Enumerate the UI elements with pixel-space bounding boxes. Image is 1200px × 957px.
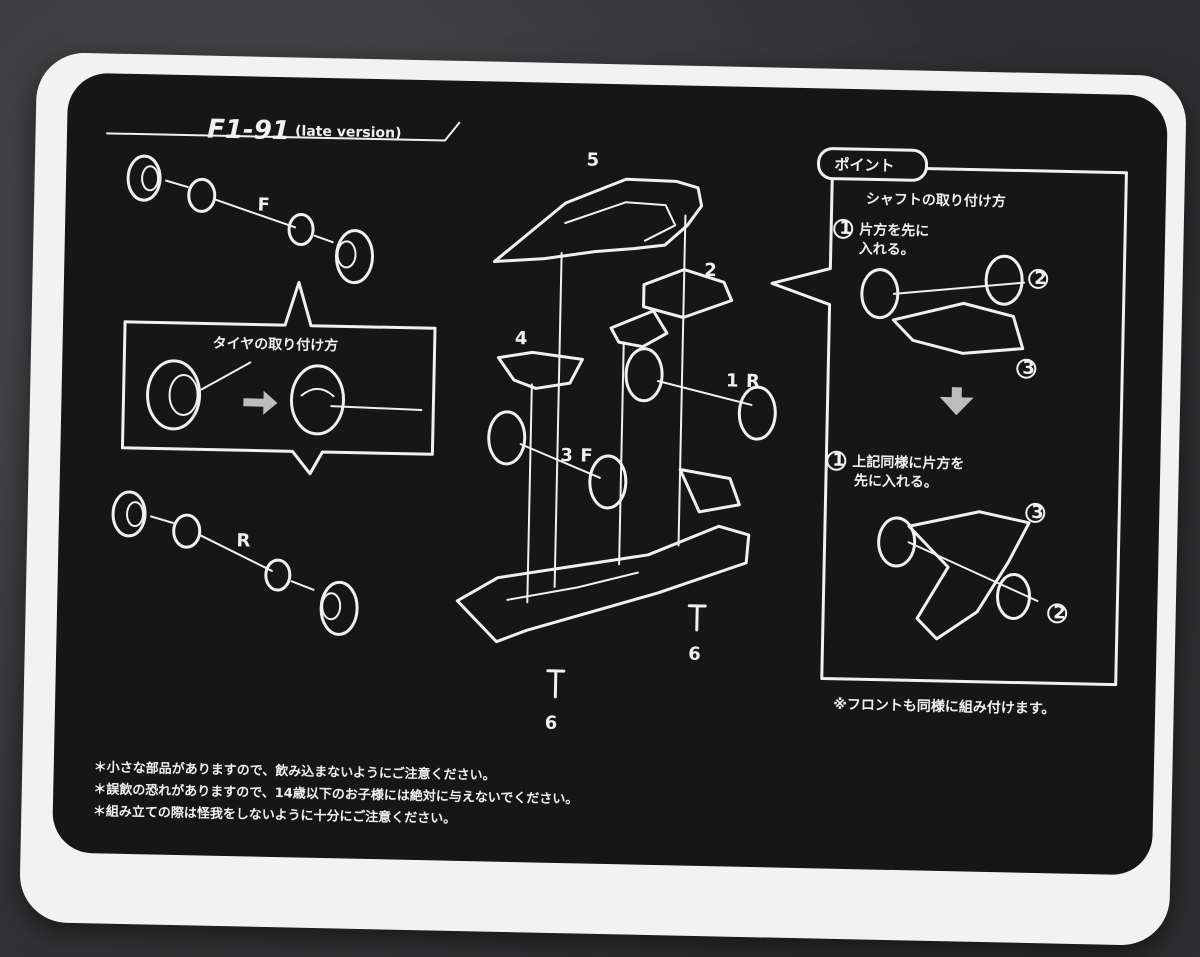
step2-line1: 上記同様に片方を [852, 453, 964, 472]
screw-icon [546, 669, 566, 699]
instruction-sheet: F1-91 (late version) F タイヤの取り付け方 [51, 72, 1169, 876]
part-5-label: 5 [586, 149, 599, 170]
step1-line1: 片方を先に [859, 221, 929, 239]
car-exploded-view: 5 2 4 1 R 3 F 6 6 [455, 149, 777, 734]
screw-icon [687, 604, 707, 632]
point-tab [817, 147, 929, 182]
step2-callout-3: 3 [1031, 502, 1044, 523]
point-footnote: ※フロントも同様に組み付けます。 [833, 696, 1056, 718]
part-6-right-label: 6 [688, 644, 701, 665]
point-tab-label: ポイント [834, 156, 894, 175]
step1-callout-2: 2 [1034, 268, 1047, 289]
part-1-label: 1 [726, 370, 739, 391]
right-arrow-icon [243, 390, 278, 415]
part-3-suffix: F [580, 445, 593, 466]
header-banner: F1-91 (late version) [106, 114, 461, 146]
part-6-bottom-label: 6 [545, 713, 558, 734]
part-3-label: 3 [560, 445, 573, 466]
model-variant: (late version) [295, 123, 402, 141]
assembly-diagram: F1-91 (late version) F タイヤの取り付け方 [93, 114, 1128, 827]
down-arrow-icon [939, 387, 974, 416]
part-4-label: 4 [515, 328, 528, 349]
warning-line: ＊小さな部品がありますので、飲み込まないようにご注意ください。 [94, 759, 496, 783]
warning-line: ＊誤飲の恐れがありますので、14歳以下のお子様には絶対に与えないでください。 [93, 781, 578, 807]
part-1-suffix: R [746, 371, 760, 392]
point-title: シャフトの取り付け方 [866, 190, 1006, 210]
tire-mounting-box: タイヤの取り付け方 [120, 280, 437, 476]
step1-line2: 入れる。 [859, 241, 915, 258]
rear-label: R [236, 530, 250, 551]
point-panel: ポイント シャフトの取り付け方 1 片方を先に 入れる。 2 3 1 上記同様に… [770, 147, 1128, 718]
warning-line: ＊組み立ての際は怪我をしないように十分にご注意ください。 [93, 803, 457, 827]
step1-number: 1 [839, 218, 852, 239]
front-label: F [257, 195, 270, 216]
tire-box-title: タイヤの取り付け方 [212, 335, 338, 355]
model-title: F1-91 [207, 114, 290, 146]
part-2-label: 2 [704, 260, 717, 281]
step1-callout-3: 3 [1022, 358, 1035, 379]
step2-line2: 先に入れる。 [854, 472, 938, 491]
warnings-list: ＊小さな部品がありますので、飲み込まないようにご注意ください。 ＊誤飲の恐れがあ… [93, 759, 579, 827]
rear-wheel-assembly: R [111, 490, 359, 636]
step2-callout-2: 2 [1053, 602, 1066, 623]
front-wheel-assembly: F [126, 154, 375, 285]
step2-number: 1 [832, 450, 845, 471]
